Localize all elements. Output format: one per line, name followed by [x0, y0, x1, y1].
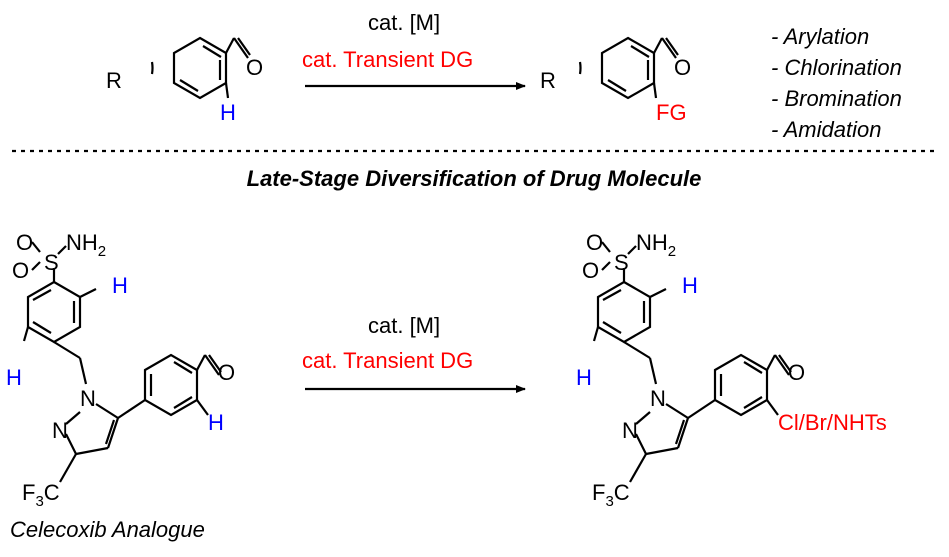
sm-h-label: H: [220, 100, 236, 125]
bottom-reaction: O O S NH2 H H N N F3C O H Celecoxib Anal…: [6, 230, 887, 542]
prod-r-label: R: [540, 68, 556, 93]
sm-aldehyde-o: O: [218, 360, 235, 385]
prod-nh2: NH2: [636, 230, 676, 260]
prod-cf3: F3C: [592, 480, 630, 510]
bottom-transient-dg-label: cat. Transient DG: [302, 348, 473, 373]
starting-benzaldehyde: [150, 36, 251, 100]
prod-functional-group: Cl/Br/NHTs: [778, 410, 887, 435]
sm-pyrazole-n2: N: [52, 418, 68, 443]
sm-o-label: O: [246, 55, 263, 80]
sm-aryl-h: H: [208, 410, 224, 435]
prod-ortho-h-right: H: [682, 273, 698, 298]
bottom-catalyst-label: cat. [M]: [368, 313, 440, 338]
sm-cf3: F3C: [22, 480, 60, 510]
celecoxib-caption: Celecoxib Analogue: [10, 517, 205, 542]
top-transient-dg-label: cat. Transient DG: [302, 47, 473, 72]
scope-amidation: - Amidation: [771, 117, 881, 142]
prod-ortho-h-left: H: [576, 365, 592, 390]
sm-sulfonyl-o-bottom: O: [12, 258, 29, 283]
prod-pyrazole-n1: N: [650, 386, 666, 411]
product-benzaldehyde: [578, 36, 679, 100]
prod-fg-label: FG: [656, 100, 687, 125]
celecoxib-analogue-structure: O O S NH2 H H N N F3C O H: [6, 230, 235, 510]
scope-bromination: - Bromination: [771, 86, 902, 111]
sm-ortho-h-right: H: [112, 273, 128, 298]
top-reaction: R H O cat. [M] cat. Transient DG R FG O …: [106, 10, 902, 142]
sm-nh2: NH2: [66, 230, 106, 260]
prod-sulfonyl-o-top: O: [586, 230, 603, 255]
product-structure: O O S NH2 H H N N F3C O Cl/Br/NHTs: [576, 230, 887, 510]
prod-sulfonyl-o-bottom: O: [582, 258, 599, 283]
sm-pyrazole-n1: N: [80, 386, 96, 411]
sm-sulfonyl-s: S: [44, 250, 59, 275]
scope-chlorination: - Chlorination: [771, 55, 902, 80]
sm-ortho-h-left: H: [6, 365, 22, 390]
scope-list: - Arylation - Chlorination - Bromination…: [771, 24, 902, 142]
prod-sulfonyl-s: S: [614, 250, 629, 275]
prod-o-label: O: [674, 55, 691, 80]
top-catalyst-label: cat. [M]: [368, 10, 440, 35]
scope-arylation: - Arylation: [771, 24, 869, 49]
section-title: Late-Stage Diversification of Drug Molec…: [247, 166, 702, 191]
prod-aldehyde-o: O: [788, 360, 805, 385]
sm-sulfonyl-o-top: O: [16, 230, 33, 255]
prod-pyrazole-n2: N: [622, 418, 638, 443]
sm-r-label: R: [106, 68, 122, 93]
